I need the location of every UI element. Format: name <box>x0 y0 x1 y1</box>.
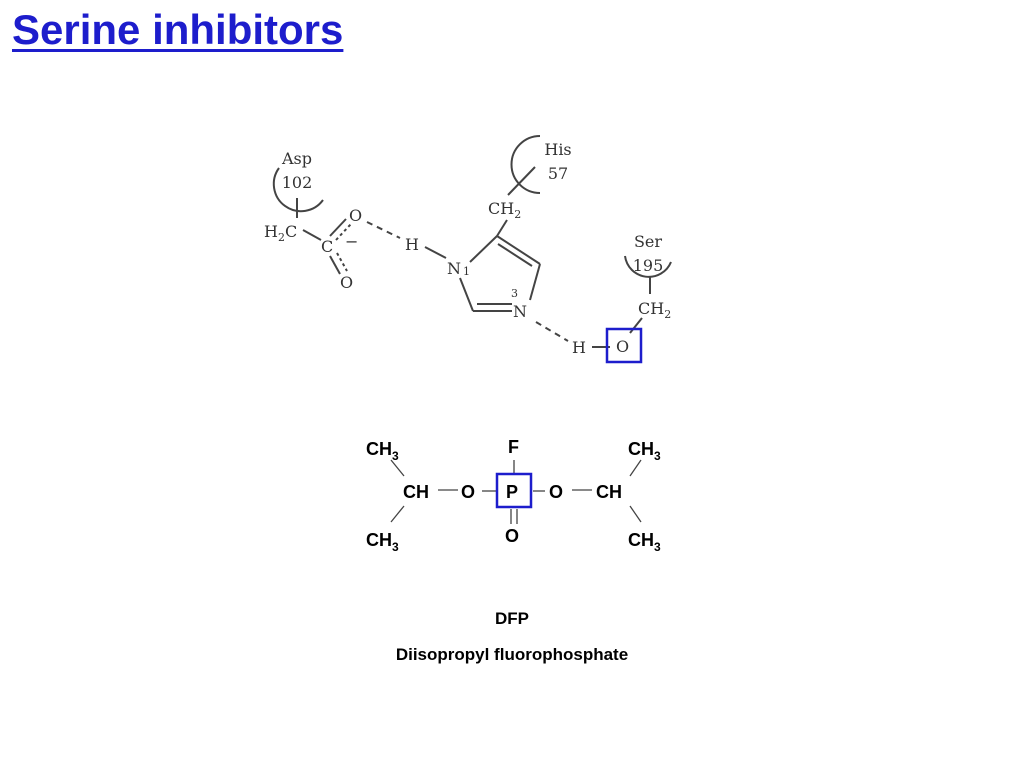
oxygen-double: O <box>505 526 519 546</box>
c-o-upper-dash <box>335 223 352 241</box>
his-number: 57 <box>548 164 568 183</box>
o-ch2-bond <box>629 317 643 334</box>
ser-oxygen: O <box>616 337 629 356</box>
his-hydrogen: H <box>405 235 419 254</box>
c-o-upper-bond <box>329 218 347 237</box>
slide-title: Serine inhibitors <box>12 6 344 53</box>
imidazole-n3: N <box>513 302 527 321</box>
dfp-labels: CH3 CH3 CH O P F O O CH CH3 CH3 <box>366 437 661 554</box>
ch2-to-ring-bond <box>496 219 508 237</box>
his-to-ch2-bond <box>507 166 536 196</box>
carboxyl-o-upper: O <box>349 206 362 225</box>
phosphorus: P <box>506 482 518 502</box>
oxygen-left: O <box>461 482 475 502</box>
methyl-bottom-left: CH3 <box>366 530 399 554</box>
ser-hydrogen: H <box>572 338 586 357</box>
ring-n1-c5 <box>469 235 498 263</box>
c-o-lower-dash <box>336 252 348 272</box>
carboxylate-charge: − <box>345 232 358 251</box>
bond-ch-ch3-br <box>629 505 642 523</box>
h-n1-bond <box>424 246 447 259</box>
ser-residue-arc <box>624 255 672 278</box>
bond-ch3-bl-ch <box>390 505 405 523</box>
methyl-top-right: CH3 <box>628 439 661 463</box>
bond-ch3-tl-ch <box>390 459 405 477</box>
ring-c2-n1 <box>459 277 474 312</box>
bond-ch-ch3-tr <box>629 459 642 477</box>
dfp-abbreviation: DFP <box>495 609 529 628</box>
his-name: His <box>544 140 571 159</box>
carboxyl-c: C <box>321 237 333 256</box>
his-residue-arc <box>510 135 541 194</box>
ser-name: Ser <box>634 232 662 251</box>
ring-c4-n3 <box>529 263 541 301</box>
his-ch2-label: CH2 <box>488 199 521 221</box>
phosphorus-highlight <box>495 472 533 509</box>
catalytic-triad <box>272 135 672 348</box>
dfp-full-name: Diisopropyl fluorophosphate <box>395 645 629 664</box>
ser-number: 195 <box>633 256 664 275</box>
ser-ch2-label: CH2 <box>638 299 671 321</box>
methine-right: CH <box>596 482 622 502</box>
methyl-top-left: CH3 <box>366 439 399 463</box>
carboxyl-o-lower: O <box>340 273 353 292</box>
ring-c5-c4 <box>496 235 541 265</box>
methine-left: CH <box>403 482 429 502</box>
asp-ch2-label: H2C <box>264 222 297 244</box>
hbond-asp-his <box>366 221 401 239</box>
methyl-bottom-right: CH3 <box>628 530 661 554</box>
asp-residue-arc <box>272 167 324 213</box>
oxygen-right: O <box>549 482 563 502</box>
ser-oxygen-highlight <box>605 327 643 364</box>
ch2-to-c-bond <box>302 229 322 241</box>
ring-c5-c4-inner <box>497 243 533 267</box>
hbond-his-ser <box>535 321 569 342</box>
dfp-bonds <box>390 459 642 524</box>
asp-name: Asp <box>281 149 312 168</box>
fluorine: F <box>508 437 519 457</box>
c-o-lower-bond <box>329 255 341 275</box>
imidazole-n3-number: 3 <box>511 287 518 300</box>
asp-number: 102 <box>282 173 313 192</box>
